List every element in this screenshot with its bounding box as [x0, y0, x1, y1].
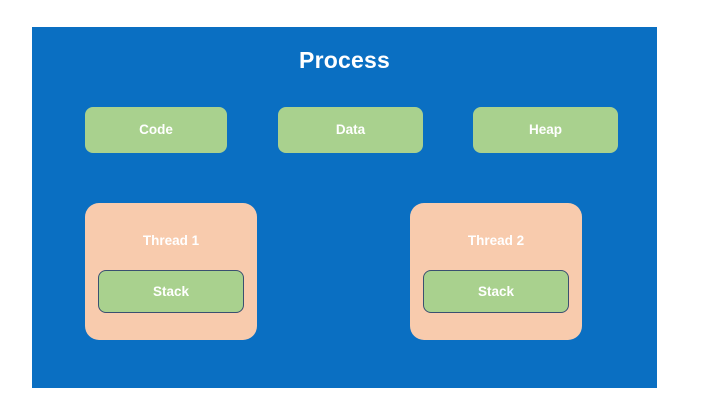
segment-label-heap: Heap — [528, 122, 562, 137]
thread-box-1[interactable]: Thread 1 Stack — [85, 203, 257, 340]
thread-label-1: Thread 1 — [142, 233, 200, 248]
process-container: Process Code Data Heap Thread 1 Stack Th… — [32, 27, 657, 388]
stack-label-thread-1: Stack — [152, 283, 190, 299]
thread-label-2: Thread 2 — [467, 233, 525, 248]
thread-box-2[interactable]: Thread 2 Stack — [410, 203, 582, 340]
segment-box-data[interactable]: Data — [278, 107, 423, 153]
memory-segment-row: Code Data Heap — [32, 107, 657, 153]
stack-box-thread-1[interactable]: Stack — [98, 270, 244, 313]
process-title: Process — [299, 47, 390, 73]
segment-label-data: Data — [335, 122, 366, 137]
stack-label-thread-2: Stack — [477, 283, 515, 299]
segment-box-heap[interactable]: Heap — [473, 107, 618, 153]
stack-box-thread-2[interactable]: Stack — [423, 270, 569, 313]
segment-label-code: Code — [139, 122, 173, 137]
segment-box-code[interactable]: Code — [85, 107, 227, 153]
